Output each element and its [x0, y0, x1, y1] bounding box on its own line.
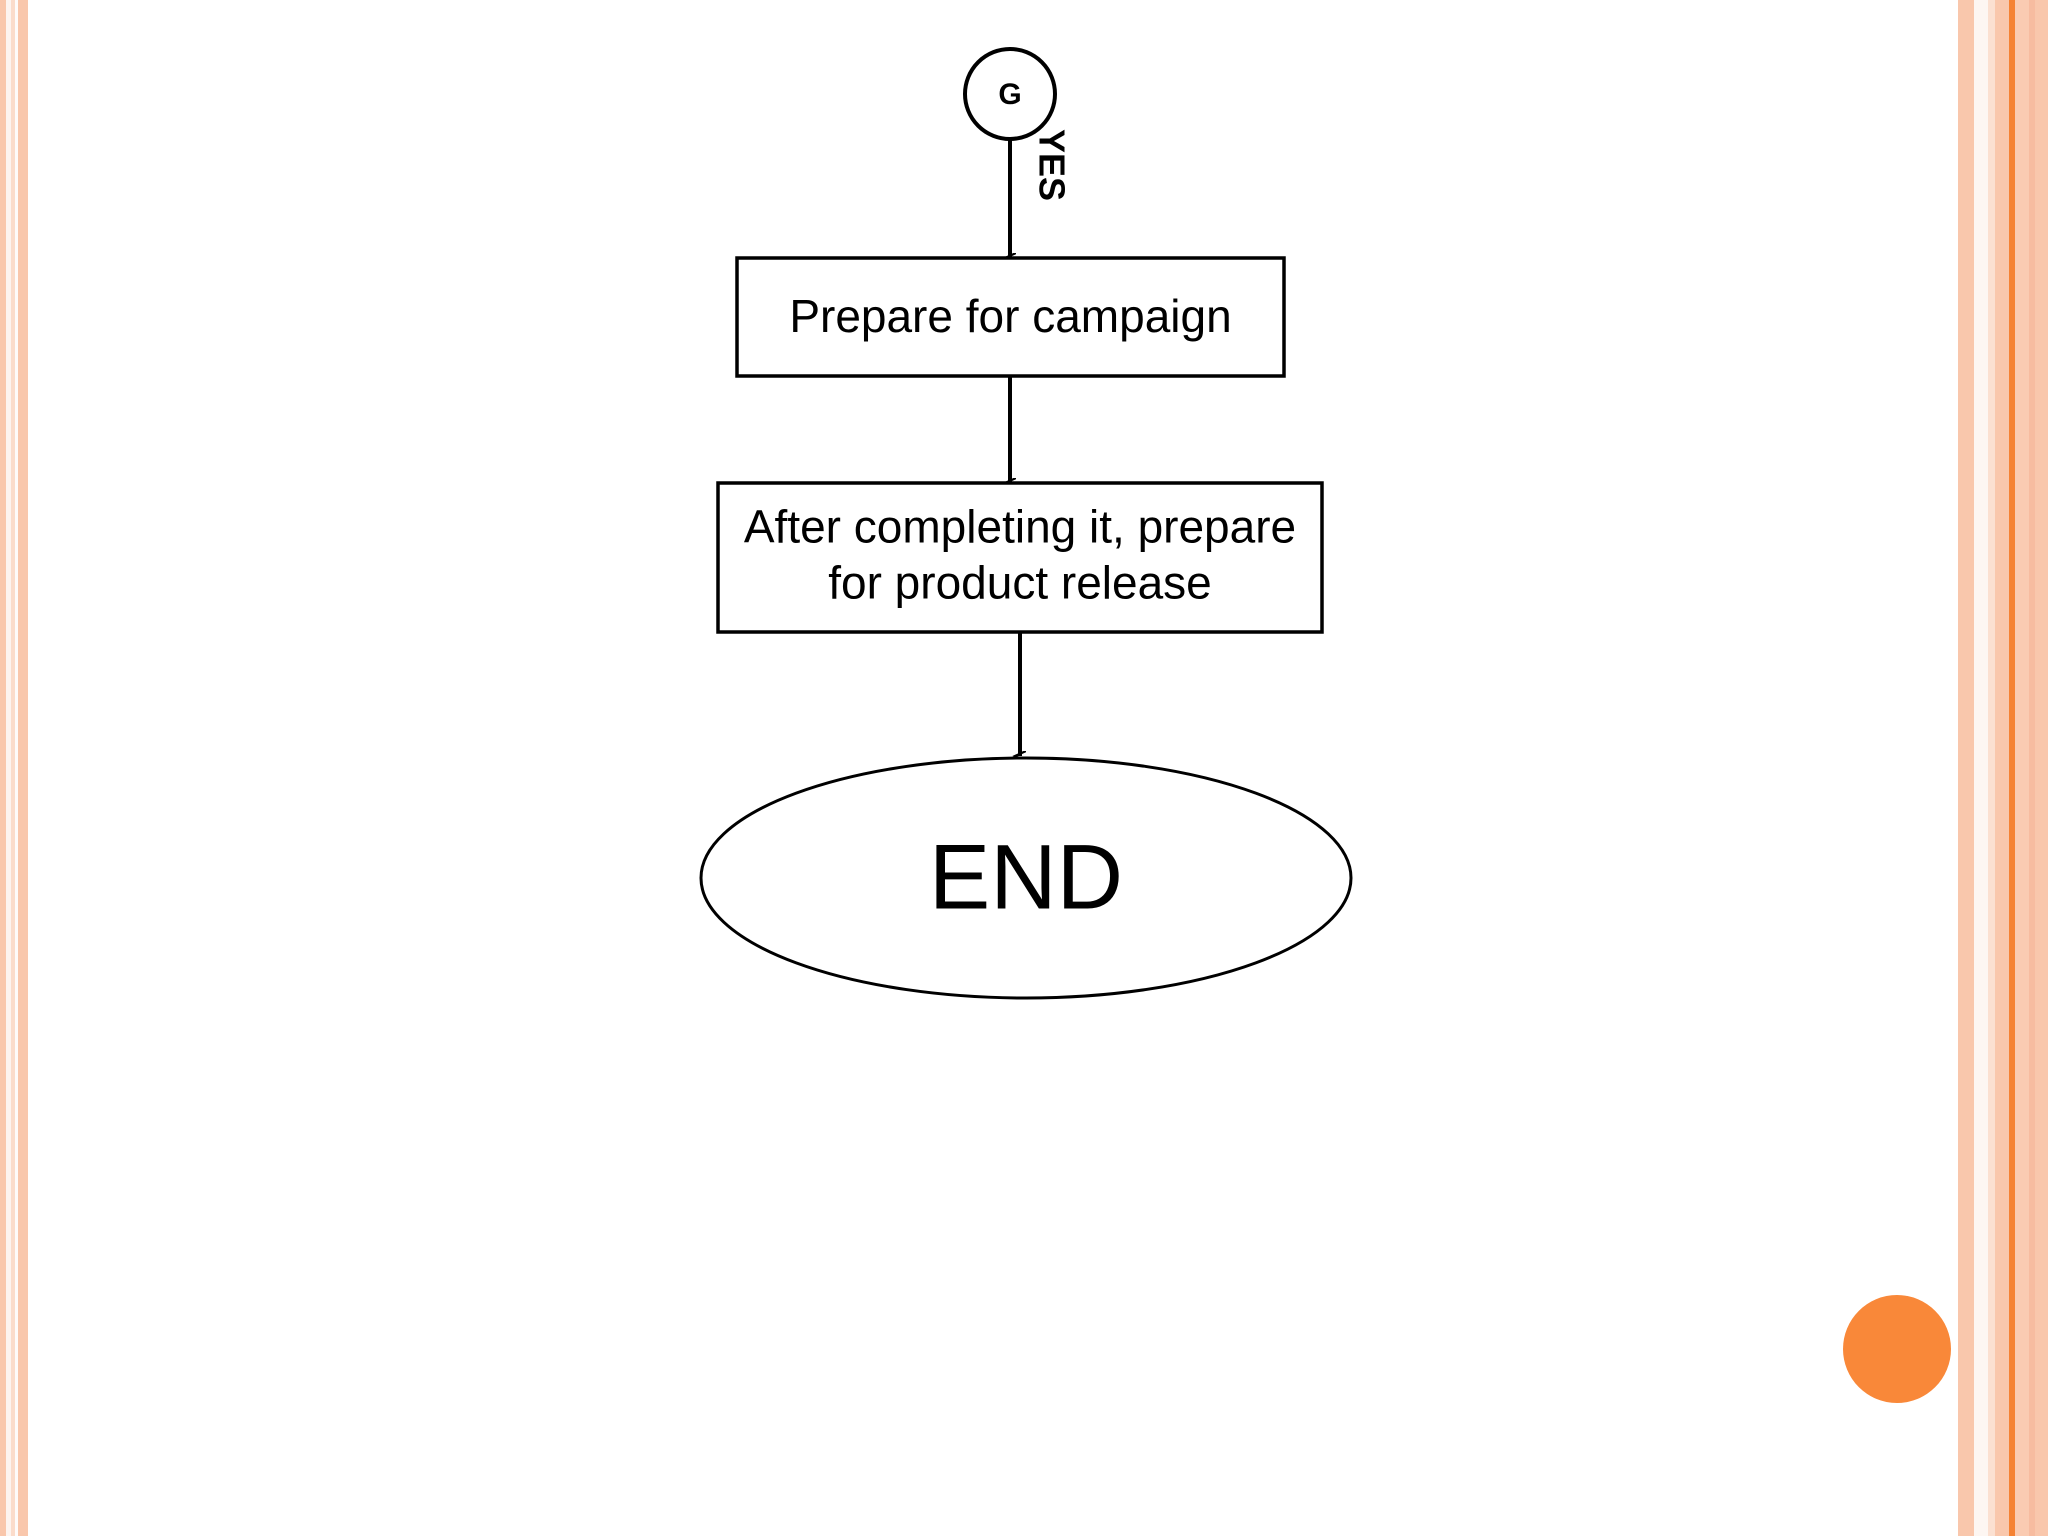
right-stripe-2 — [1974, 0, 1988, 1536]
right-stripe-7 — [2029, 0, 2035, 1536]
left-stripe-4 — [15, 0, 18, 1536]
connector-g-circle — [963, 47, 1057, 141]
right-stripe-3 — [1988, 0, 1995, 1536]
process-prepare-release-box — [716, 481, 1324, 634]
process-prepare-campaign-box — [735, 256, 1286, 378]
right-stripe-8 — [2035, 0, 2048, 1536]
connector-g[interactable]: G — [963, 47, 1057, 141]
terminator-end-label: END — [929, 826, 1123, 928]
left-stripe-1 — [0, 0, 6, 1536]
process-prepare-release-label-line1: After completing it, prepare — [744, 501, 1296, 553]
terminator-end[interactable]: END — [699, 756, 1353, 1000]
right-stripe-1 — [1958, 0, 1974, 1536]
right-stripe-5 — [2009, 0, 2015, 1536]
edge-label-yes: YES — [1031, 129, 1072, 201]
process-prepare-release-label-line2: for product release — [828, 557, 1212, 609]
process-prepare-campaign[interactable]: Prepare for campaign — [735, 256, 1286, 378]
process-prepare-release[interactable]: After completing it, prepare for product… — [716, 481, 1324, 634]
right-stripe-6 — [2015, 0, 2029, 1536]
process-prepare-campaign-label: Prepare for campaign — [789, 290, 1231, 342]
orange-accent-circle-shape — [1843, 1295, 1951, 1403]
right-stripe-4 — [1995, 0, 2009, 1536]
terminator-end-ellipse — [699, 756, 1353, 1000]
edge-g-to-prepare-campaign: YES — [1010, 129, 1072, 258]
left-stripe-3 — [11, 0, 15, 1536]
connector-g-label: G — [998, 78, 1021, 111]
left-stripe-5 — [18, 0, 28, 1536]
left-stripe-2 — [6, 0, 11, 1536]
